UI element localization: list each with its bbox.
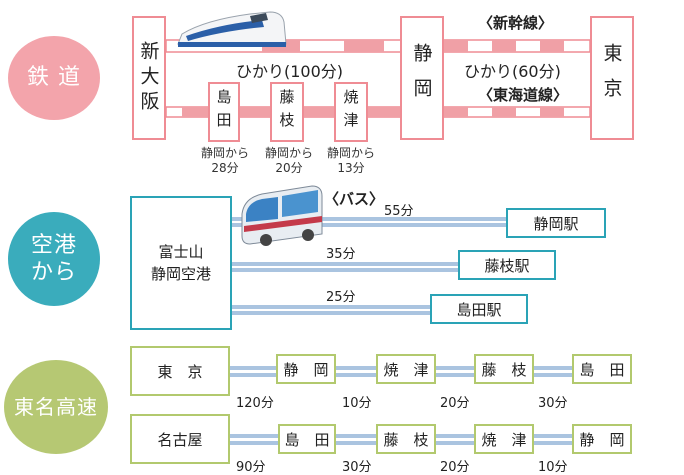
- expressway-stop: 島 田: [278, 424, 336, 454]
- route-time-shizuoka: 55分: [384, 204, 414, 219]
- fujieda-time: 静岡から 20分: [264, 146, 313, 175]
- bus-label: 〈バス〉: [324, 190, 385, 208]
- expressway-stop: 静 岡: [276, 354, 336, 384]
- expressway-origin-tokyo-label: 東 京: [157, 362, 203, 381]
- station-shizuoka-label: 静岡: [410, 43, 433, 113]
- expressway-stop-label: 藤 枝: [383, 430, 429, 449]
- expressway-stop-label: 焼 津: [383, 360, 429, 379]
- expressway-time: 20分: [440, 396, 470, 411]
- expressway-stop: 焼 津: [474, 424, 534, 454]
- hikari-60-label: ひかり(60分): [464, 62, 561, 81]
- yaizu-time: 静岡から 13分: [326, 146, 375, 175]
- expressway-stop-label: 藤 枝: [481, 360, 527, 379]
- station-shimada-label: 島田: [214, 89, 233, 135]
- route-time-fujieda: 35分: [326, 247, 356, 262]
- expressway-row2-lines: [230, 434, 572, 445]
- expressway-stop-label: 静 岡: [579, 430, 625, 449]
- dest-fujieda-station-label: 藤枝駅: [484, 256, 530, 275]
- expressway-stop-label: 焼 津: [481, 430, 527, 449]
- dest-fujieda-station: 藤枝駅: [458, 250, 556, 280]
- bus-route-lines: [232, 217, 506, 315]
- station-fujieda-label: 藤枝: [277, 89, 296, 135]
- expressway-stop: 藤 枝: [474, 354, 534, 384]
- dest-shimada-station: 島田駅: [430, 294, 528, 324]
- airport-origin-box: 富士山 静岡空港: [130, 196, 232, 330]
- expressway-time: 30分: [538, 396, 568, 411]
- rail-shinkansen-track: [443, 39, 591, 53]
- station-yaizu-label: 焼津: [341, 89, 360, 135]
- expressway-origin-nagoya-label: 名古屋: [157, 430, 203, 449]
- expressway-stop: 焼 津: [376, 354, 436, 384]
- shinkansen-label: 〈新幹線〉: [478, 14, 554, 32]
- station-shizuoka: 静岡: [400, 16, 444, 140]
- tokaido-label: 〈東海道線〉: [478, 86, 569, 104]
- shinkansen-train-icon: [177, 11, 287, 47]
- dest-shimada-station-label: 島田駅: [456, 300, 502, 319]
- expressway-stop: 静 岡: [572, 424, 632, 454]
- station-shin-osaka-label: 新大阪: [137, 40, 160, 116]
- expressway-stop-label: 島 田: [579, 360, 625, 379]
- station-tokyo: 東京: [590, 16, 634, 140]
- expressway-stop-label: 島 田: [284, 430, 330, 449]
- airport-category-label: 空港 から: [30, 232, 77, 286]
- route-time-shimada: 25分: [326, 290, 356, 305]
- station-shimada: 島田: [208, 82, 240, 142]
- expressway-stop: 藤 枝: [376, 424, 436, 454]
- expressway-time: 10分: [342, 396, 372, 411]
- rail-category-label: 鉄 道: [27, 65, 81, 91]
- expressway-stop: 島 田: [572, 354, 632, 384]
- station-shin-osaka: 新大阪: [132, 16, 166, 140]
- station-yaizu: 焼津: [334, 82, 368, 142]
- airport-category-badge: 空港 から: [8, 212, 100, 306]
- dest-shizuoka-station: 静岡駅: [506, 208, 606, 238]
- shimada-time: 静岡から 28分: [200, 146, 249, 175]
- expressway-origin-tokyo: 東 京: [130, 346, 230, 396]
- expressway-stop-label: 静 岡: [283, 360, 329, 379]
- expressway-origin-nagoya: 名古屋: [130, 414, 230, 464]
- expressway-category-label: 東名高速: [14, 394, 98, 419]
- expressway-row1-lines: [230, 366, 572, 377]
- hikari-100-label: ひかり(100分): [236, 62, 344, 81]
- station-tokyo-label: 東京: [600, 43, 623, 113]
- bus-icon: [241, 185, 323, 246]
- expressway-time: 120分: [236, 396, 274, 411]
- airport-origin-label: 富士山 静岡空港: [150, 243, 211, 283]
- station-fujieda: 藤枝: [270, 82, 304, 142]
- rail-category-badge: 鉄 道: [8, 36, 100, 120]
- dest-shizuoka-station-label: 静岡駅: [533, 214, 579, 233]
- expressway-category-badge: 東名高速: [4, 360, 108, 454]
